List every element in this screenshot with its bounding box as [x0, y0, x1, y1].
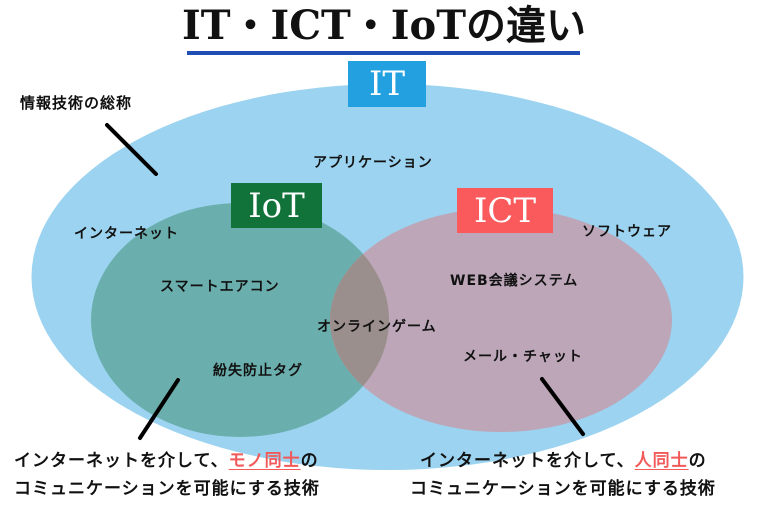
ict-caption: インターネットを介して、人同士の コミュニケーションを可能にする技術: [410, 447, 716, 503]
ict-leader-line: [540, 377, 585, 436]
iot-caption-highlight: モノ同士: [228, 451, 301, 471]
item-mail-chat: メール・チャット: [463, 349, 583, 365]
iot-caption: インターネットを介して、モノ同士の コミュニケーションを可能にする技術: [14, 447, 320, 503]
ict-caption-line1: インターネットを介して、人同士の: [420, 451, 707, 471]
it-leader-line: [105, 123, 158, 176]
item-smart-aircon: スマートエアコン: [160, 279, 280, 295]
item-online-game: オンラインゲーム: [317, 319, 437, 335]
page-title: IT・ICT・IoTの違い: [182, 2, 586, 49]
title-underline: [187, 51, 580, 55]
ict-badge: ICT: [457, 188, 553, 233]
iot-circle: [91, 203, 389, 437]
iot-badge: IoT: [231, 183, 322, 228]
item-software: ソフトウェア: [582, 224, 672, 240]
item-web-meeting: WEB会議システム: [450, 273, 579, 289]
item-application: アプリケーション: [313, 155, 433, 171]
iot-caption-line2: コミュニケーションを可能にする技術: [14, 479, 320, 499]
it-badge: IT: [348, 61, 426, 107]
it-description: 情報技術の総称: [20, 94, 133, 112]
iot-caption-line1: インターネットを介して、モノ同士の: [14, 451, 319, 471]
ict-caption-line2: コミュニケーションを可能にする技術: [410, 479, 716, 499]
item-internet: インターネット: [74, 226, 179, 242]
item-lost-tag: 紛失防止タグ: [213, 363, 303, 379]
ict-caption-highlight: 人同士: [634, 451, 689, 471]
ict-circle: [330, 208, 672, 432]
iot-leader-line: [138, 378, 180, 440]
